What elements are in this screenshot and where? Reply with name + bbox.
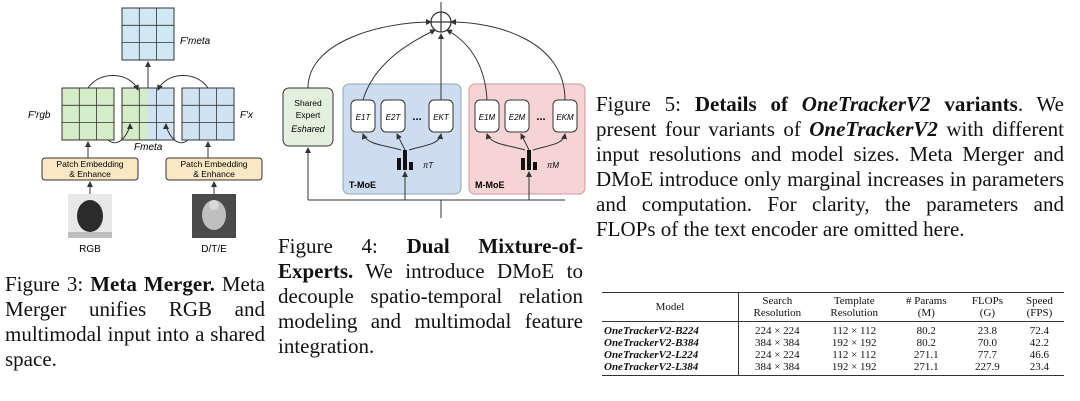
fmeta-mid-grid xyxy=(121,87,175,141)
col-flops: FLOPs(G) xyxy=(960,292,1015,322)
svg-text:E2M: E2M xyxy=(509,113,526,122)
svg-text:M-MoE: M-MoE xyxy=(475,180,505,190)
svg-text:Expert: Expert xyxy=(296,110,321,120)
svg-text:E1T: E1T xyxy=(356,113,372,122)
fig5-caption: Figure 5: Details of OneTrackerV2 varian… xyxy=(596,92,1064,241)
dte-label: D/T/E xyxy=(201,244,227,255)
col-params: # Params(M) xyxy=(892,292,961,322)
fig3-fmeta-label: F′meta xyxy=(180,36,211,47)
shared-expert-box: Shared Expert Eshared xyxy=(282,87,334,147)
svg-text:...: ... xyxy=(412,111,421,123)
sum-node xyxy=(430,11,452,33)
col-speed: Speed(FPS) xyxy=(1014,292,1064,322)
fig3-caption: Figure 3: Meta Merger. Meta Merger unifi… xyxy=(5,272,266,371)
svg-text:Patch Embedding: Patch Embedding xyxy=(180,159,247,169)
rgb-image xyxy=(68,194,112,238)
frgb-grid xyxy=(61,87,115,141)
svg-text:...: ... xyxy=(536,111,545,123)
fig3-diagram: F′meta F′rgb F′x Fmeta Patch Embedding &… xyxy=(28,7,263,255)
col-model: Model xyxy=(602,292,739,322)
svg-text:Shared: Shared xyxy=(294,98,322,108)
svg-text:& Enhance: & Enhance xyxy=(193,169,235,179)
patch-embed-right: Patch Embedding & Enhance xyxy=(165,157,263,181)
patch-embed-left: Patch Embedding & Enhance xyxy=(41,157,139,181)
svg-text:Patch Embedding: Patch Embedding xyxy=(56,159,123,169)
svg-text:Eshared: Eshared xyxy=(291,124,326,134)
fmeta-grid xyxy=(121,7,175,61)
svg-text:E1M: E1M xyxy=(479,113,496,122)
svg-text:T-MoE: T-MoE xyxy=(349,180,376,190)
fx-grid xyxy=(181,87,235,141)
fig4-caption: Figure 4: Dual Mixture-of-Experts. We in… xyxy=(278,234,584,358)
svg-text:E2T: E2T xyxy=(386,113,402,122)
t-moe-panel: E1T E2T ... EKT πT T-MoE xyxy=(342,83,462,195)
thermal-image xyxy=(192,194,236,238)
svg-text:EKM: EKM xyxy=(556,113,574,122)
fig4-diagram: Shared Expert Eshared E1T E2T ... EKT πT… xyxy=(282,2,586,218)
fig3-frgb-label: F′rgb xyxy=(28,110,51,121)
svg-text:EKT: EKT xyxy=(433,113,450,122)
rgb-label: RGB xyxy=(79,244,101,255)
svg-text:πT: πT xyxy=(423,161,434,170)
fig3-fmeta-mid-label: Fmeta xyxy=(134,142,163,153)
svg-text:πM: πM xyxy=(547,161,559,170)
svg-text:& Enhance: & Enhance xyxy=(69,169,111,179)
m-moe-panel: E1M E2M ... EKM πM M-MoE xyxy=(468,83,586,195)
fig3-fx-label: F′x xyxy=(240,110,254,121)
